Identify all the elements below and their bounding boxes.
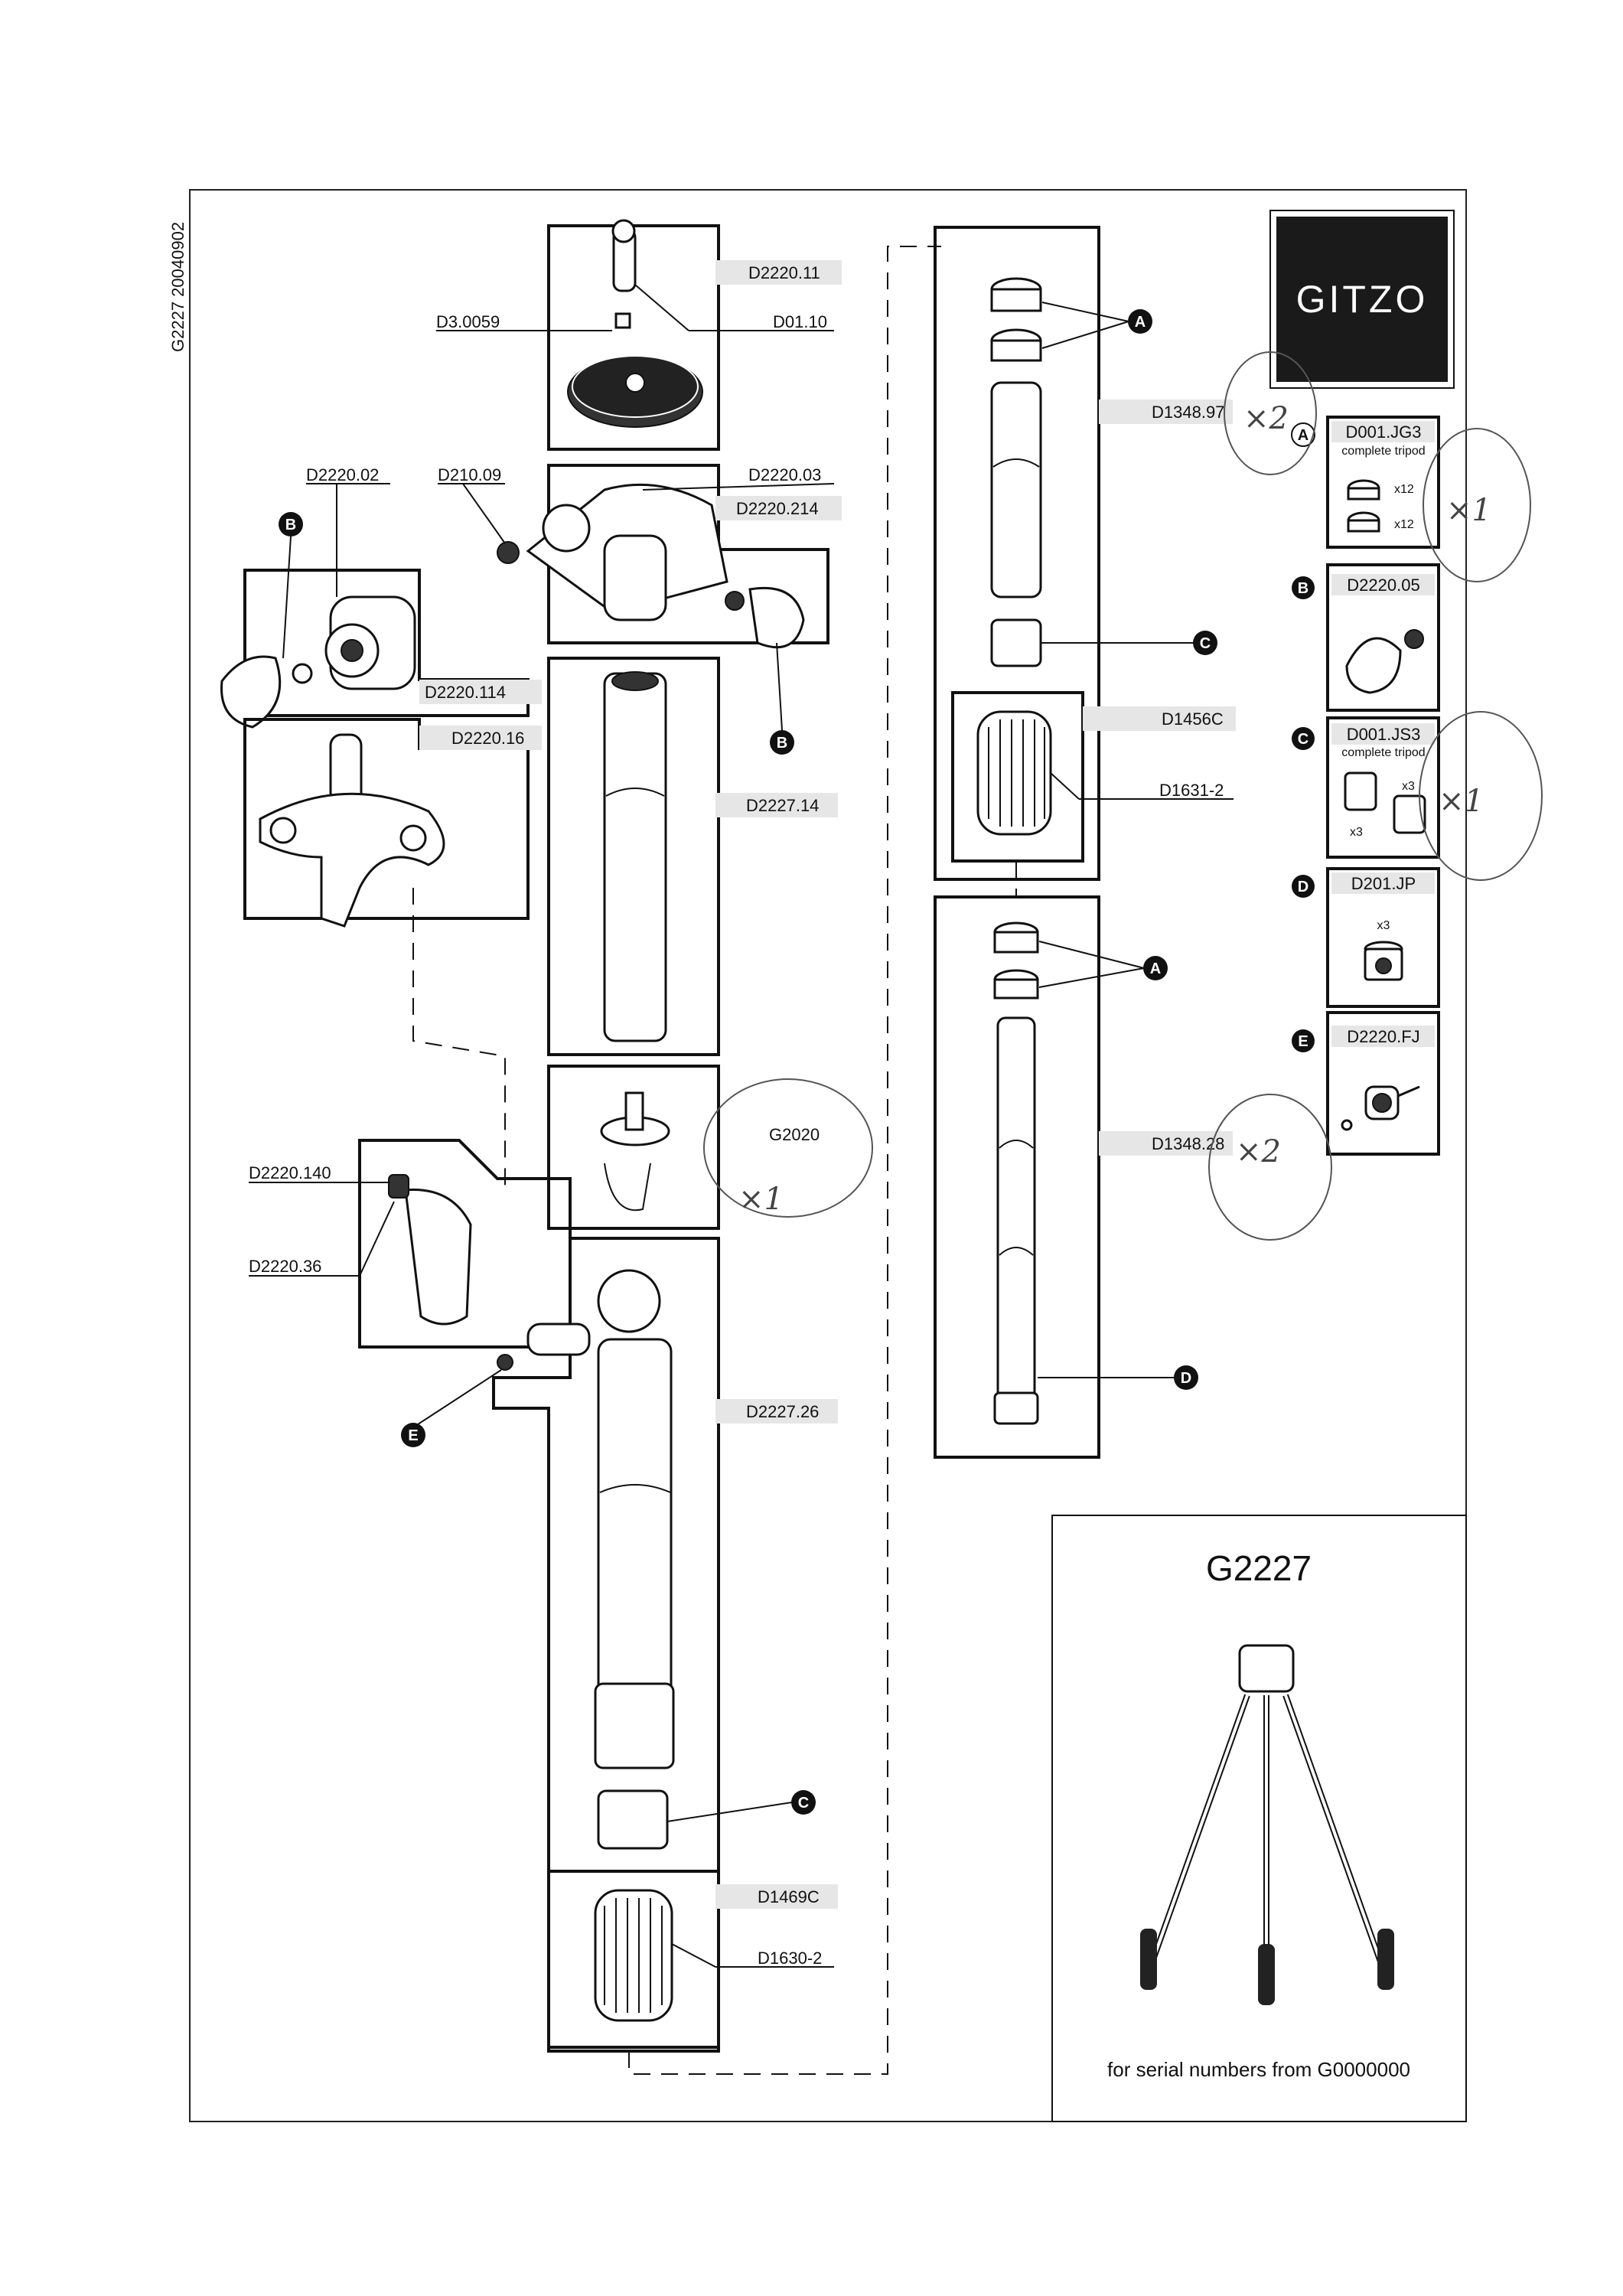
label-knob-part: D2220.114	[425, 683, 506, 702]
hand-hook: ×1	[738, 1182, 784, 1217]
label-lower-column: D2227.26	[746, 1402, 819, 1421]
kit-b-code: D2220.05	[1347, 576, 1419, 595]
kit-b: D2220.05	[1326, 563, 1440, 712]
hand-kit-a: ×1	[1446, 493, 1491, 528]
product-box	[1051, 1515, 1467, 2122]
label-foot-lock: D1469C	[758, 1887, 820, 1906]
kit-a-code: D001.JG3	[1345, 422, 1421, 442]
kit-b-marker: B	[1298, 580, 1309, 597]
kit-c-code: D001.JS3	[1347, 725, 1421, 744]
kit-e: D2220.FJ	[1326, 1011, 1440, 1156]
kit-d: D201.JP x3	[1326, 867, 1440, 1008]
marker-a	[1128, 309, 1152, 334]
marker-b-letter: B	[285, 517, 296, 533]
brand-logo: GITZO	[1296, 278, 1429, 321]
upper-column-tube	[603, 672, 667, 1042]
spider-connector	[412, 888, 506, 1194]
kit-c-marker: C	[1298, 731, 1309, 748]
leg-connector	[628, 246, 941, 2075]
kit-a-marker: A	[1298, 427, 1309, 444]
leg-upper-tube	[990, 381, 1042, 598]
part-labels: D2220.11 D3.0059 D01.10 D2220.02 D210.09…	[249, 260, 1236, 1968]
svg-text:A: A	[1150, 960, 1161, 977]
kit-a-qty2: x12	[1394, 518, 1414, 531]
label-pin-small: D01.10	[773, 312, 827, 331]
hand-kit-c: ×1	[1439, 784, 1484, 819]
leg-lock-frame	[951, 691, 1084, 863]
markers: A A B B C C D E A B C D E	[279, 302, 1315, 1822]
label-foot-grip: D1630-2	[758, 1949, 822, 1968]
marker-c	[1193, 631, 1217, 655]
lever-frame	[358, 1139, 572, 1349]
svg-text:B: B	[777, 735, 787, 752]
label-leg-lock: D1456C	[1162, 709, 1224, 729]
label-head-pin: D2220.11	[748, 263, 820, 282]
marker-d-letter: D	[1181, 1370, 1191, 1387]
kit-c-note: complete tripod	[1341, 746, 1425, 759]
label-upper-column: D2227.14	[746, 796, 819, 815]
kit-e-code: D2220.FJ	[1347, 1027, 1419, 1046]
label-hook-kit: G2020	[769, 1125, 820, 1144]
kit-c: D001.JS3 complete tripod x3 x3	[1326, 716, 1440, 859]
hook-frame	[547, 1065, 720, 1230]
label-leg-upper: D1348.97	[1152, 403, 1224, 422]
marker-c-letter: C	[1200, 635, 1211, 652]
kit-a-note: complete tripod	[1341, 445, 1425, 458]
upper-column-frame	[547, 657, 720, 1056]
label-lever: D2220.140	[249, 1163, 331, 1182]
marker-d	[1174, 1365, 1198, 1390]
kit-e-marker: E	[1298, 1033, 1308, 1050]
label-axle: D210.09	[438, 465, 501, 484]
hand-leg-lower: ×2	[1236, 1134, 1281, 1169]
kit-a: D001.JG3 complete tripod x12 x12	[1326, 416, 1440, 549]
brand-logo-panel	[1276, 217, 1448, 382]
kit-c-qty1: x3	[1402, 780, 1415, 793]
page-border	[189, 189, 1467, 2122]
marker-e-letter: E	[408, 1427, 418, 1444]
marker-a-letter: A	[1135, 314, 1146, 331]
leg-lower-frame	[934, 895, 1100, 1459]
marker-b	[279, 512, 303, 536]
svg-text:C: C	[798, 1795, 809, 1812]
kit-c-qty2: x3	[1350, 826, 1363, 839]
side-code: G2227 20040902	[168, 222, 187, 352]
label-screw-small: D3.0059	[436, 312, 500, 331]
marker-e	[401, 1423, 425, 1447]
label-head-block: D2220.214	[736, 499, 819, 518]
product-model: G2227	[1206, 1548, 1312, 1588]
label-lever-body: D2220.36	[249, 1257, 321, 1276]
head-body-frame	[547, 464, 829, 644]
serial-note: for serial numbers from G0000000	[1107, 2058, 1410, 2081]
leg-upper-frame	[934, 226, 1100, 881]
label-knob-housing: D2220.02	[306, 465, 379, 484]
label-head-body: D2220.03	[748, 465, 821, 484]
kit-a-qty1: x12	[1394, 483, 1414, 496]
label-leg-grip: D1631-2	[1159, 781, 1224, 800]
handwritten-annotations: ×2 ×1 ×1 ×1 ×2	[703, 351, 1543, 1241]
hand-leg-upper: ×2	[1243, 401, 1289, 436]
lower-column-frame	[492, 1237, 720, 2053]
kit-d-marker: D	[1298, 879, 1309, 895]
foot-grip	[594, 1889, 673, 2022]
label-spider: D2220.16	[451, 729, 524, 748]
tripod-illustration	[1140, 1644, 1394, 2005]
kit-d-qty: x3	[1377, 919, 1390, 932]
kit-d-code: D201.JP	[1351, 874, 1416, 893]
leg-lower-tube	[996, 1016, 1036, 1417]
foot-lock-frame	[547, 1870, 720, 2049]
